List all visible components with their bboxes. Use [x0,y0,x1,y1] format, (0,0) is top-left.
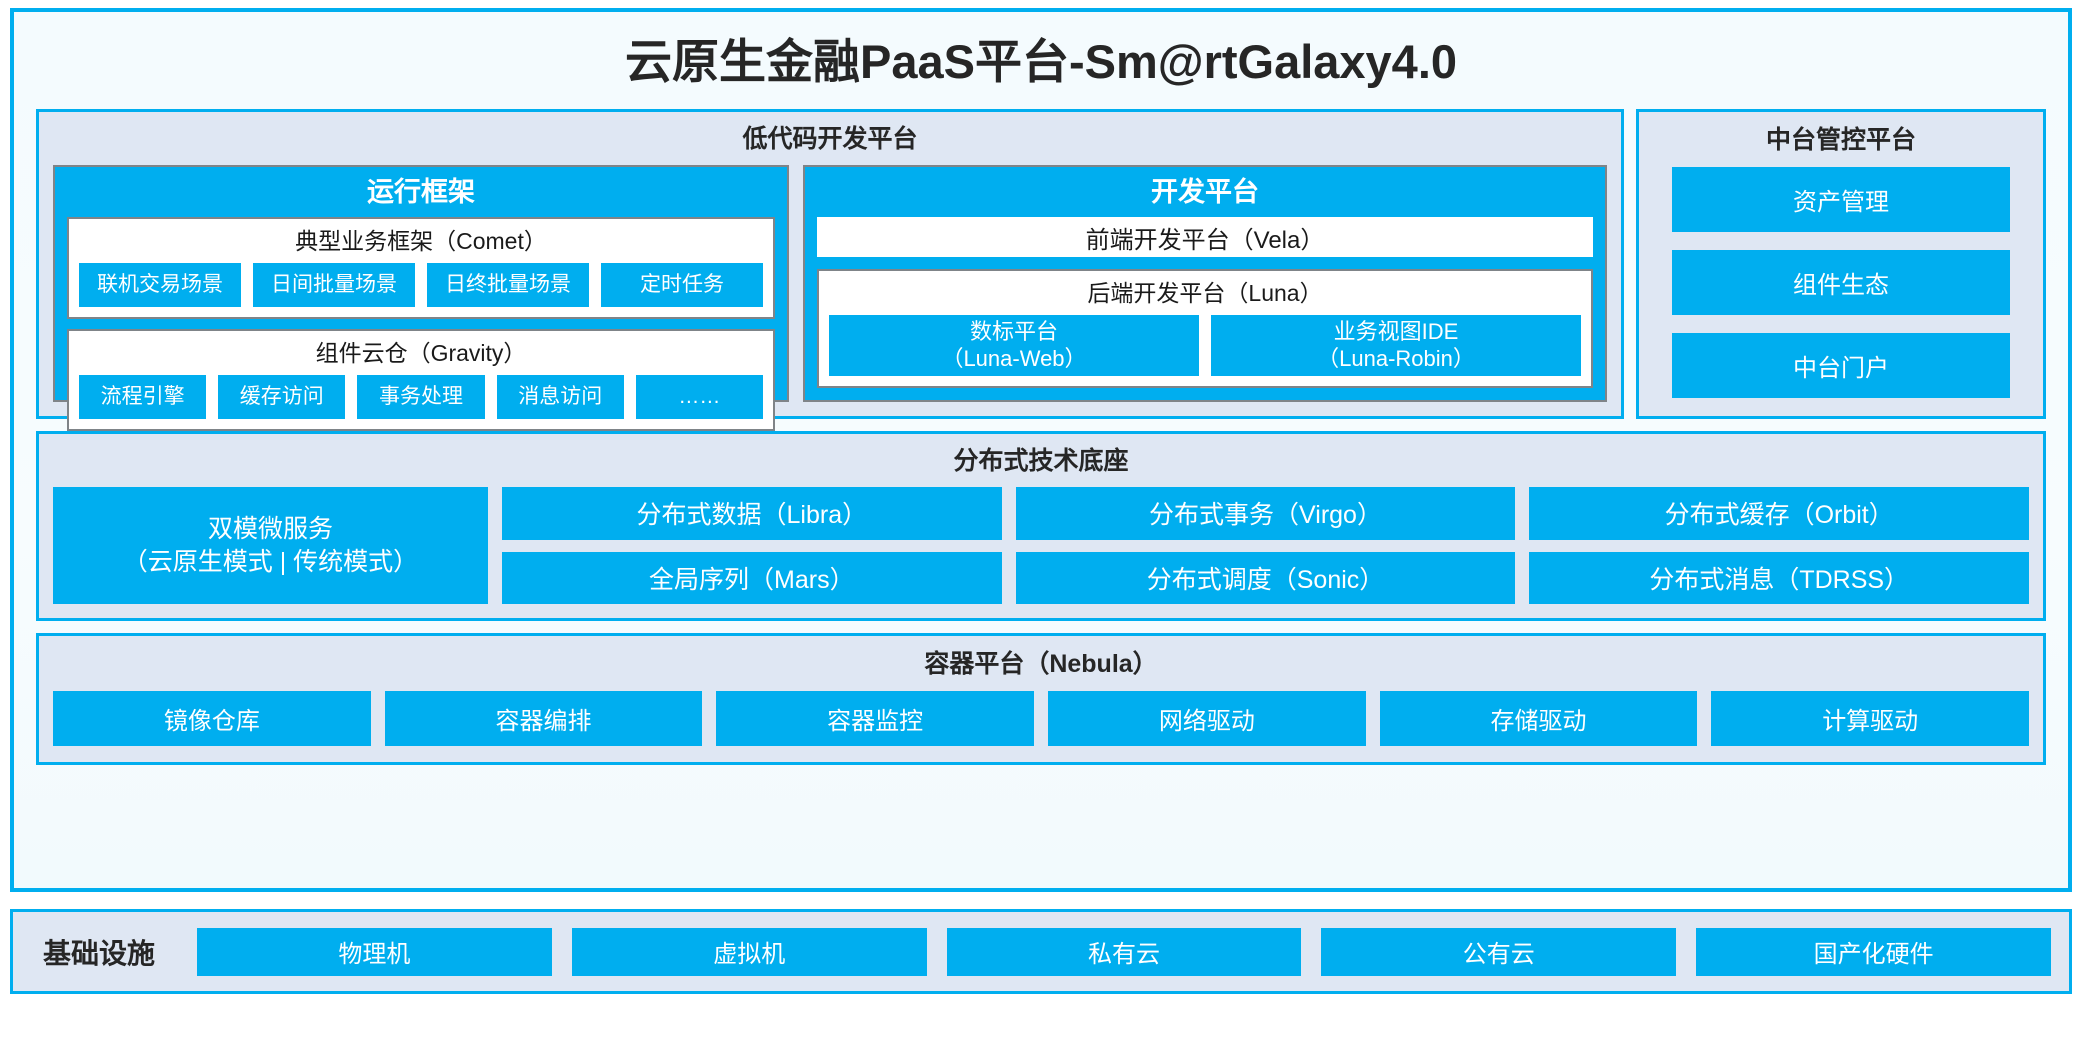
midoffice-item-component-ecosystem[interactable]: 组件生态 [1672,250,2010,315]
lowcode-platform-title: 低代码开发平台 [742,125,918,153]
distributed-base-title: 分布式技术底座 [953,447,1129,475]
luna-robin-name: 业务视图IDE [1333,319,1459,345]
lowcode-body: 运行框架 典型业务框架（Comet） 联机交易场景 日间批量场景 日终批量场景 … [53,165,1607,431]
page-title: 云原生金融PaaS平台-Sm@rtGalaxy4.0 [624,35,1458,88]
infra-cell-public-cloud[interactable]: 公有云 [1321,927,1677,976]
comet-box: 典型业务框架（Comet） 联机交易场景 日间批量场景 日终批量场景 定时任务 [67,217,775,319]
midoffice-item-list: 资产管理 组件生态 中台门户 [1672,167,2010,398]
luna-web-name: 数标平台 [969,319,1058,345]
luna-title: 后端开发平台（Luna） [1087,280,1323,307]
top-row: 低代码开发平台 运行框架 典型业务框架（Comet） 联机交易场景 日间批量场景… [36,109,2046,431]
container-cell-image-registry[interactable]: 镜像仓库 [53,691,371,746]
vela-frontend-box[interactable]: 前端开发平台（Vela） [817,217,1593,258]
container-platform-panel: 容器平台（Nebula） 镜像仓库 容器编排 容器监控 网络驱动 存储驱动 计算… [36,633,2046,765]
dual-mode-microservice-modes: （云原生模式 | 传统模式） [122,547,419,576]
gravity-box: 组件云仓（Gravity） 流程引擎 缓存访问 事务处理 消息访问 …… [67,329,775,431]
runtime-framework-title: 运行框架 [367,177,475,207]
lowcode-platform-panel: 低代码开发平台 运行框架 典型业务框架（Comet） 联机交易场景 日间批量场景… [36,109,1624,431]
luna-backend-box: 后端开发平台（Luna） 数标平台 （Luna-Web） [817,269,1593,388]
distributed-base-columns: 分布式数据（Libra） 全局序列（Mars） 分布式事务（Virgo） 分布式… [502,487,2030,604]
container-platform-title: 容器平台（Nebula） [924,650,1158,678]
luna-web-chip[interactable]: 数标平台 （Luna-Web） [829,315,1199,376]
base-cell-tdrss[interactable]: 分布式消息（TDRSS） [1529,551,2030,604]
container-cell-compute-driver[interactable]: 计算驱动 [1711,691,2030,746]
luna-web-code: （Luna-Web） [941,345,1087,371]
comet-title: 典型业务框架（Comet） [295,228,547,254]
development-platform-title: 开发平台 [1151,177,1259,207]
midoffice-platform-title: 中台管控平台 [1765,126,1916,154]
gravity-chip[interactable]: 消息访问 [496,375,624,419]
infra-cell-physical-machine[interactable]: 物理机 [197,927,552,976]
runtime-framework-box: 运行框架 典型业务框架（Comet） 联机交易场景 日间批量场景 日终批量场景 … [53,165,789,431]
development-platform-box: 开发平台 前端开发平台（Vela） 后端开发平台（Luna） 数标平台 （Lun… [803,165,1607,402]
container-cell-storage-driver[interactable]: 存储驱动 [1379,691,1698,746]
gravity-chip[interactable]: 事务处理 [357,375,485,419]
container-cell-network-driver[interactable]: 网络驱动 [1048,691,1366,746]
infra-cell-private-cloud[interactable]: 私有云 [946,927,1302,976]
base-cell-virgo[interactable]: 分布式事务（Virgo） [1015,487,1516,540]
base-cell-sonic[interactable]: 分布式调度（Sonic） [1015,551,1516,604]
comet-chip[interactable]: 日间批量场景 [253,263,415,307]
container-cell-orchestration[interactable]: 容器编排 [384,691,703,746]
luna-chip-row: 数标平台 （Luna-Web） 业务视图IDE （Luna-Robin） [829,315,1581,376]
distributed-base-body: 双模微服务 （云原生模式 | 传统模式） 分布式数据（Libra） 全局序列（M… [53,487,2030,604]
infrastructure-panel: 基础设施 物理机 虚拟机 私有云 公有云 国产化硬件 [10,909,2072,994]
gravity-chip[interactable]: 流程引擎 [79,375,207,419]
container-cell-row: 镜像仓库 容器编排 容器监控 网络驱动 存储驱动 计算驱动 [53,691,2030,746]
gravity-chip[interactable]: 缓存访问 [218,375,346,419]
infrastructure-label: 基础设施 [43,937,156,969]
platform-shell: 云原生金融PaaS平台-Sm@rtGalaxy4.0 低代码开发平台 运行框架 … [10,8,2072,892]
gravity-chip-more[interactable]: …… [635,375,764,419]
distributed-base-column: 分布式缓存（Orbit） 分布式消息（TDRSS） [1529,487,2030,604]
luna-robin-chip[interactable]: 业务视图IDE （Luna-Robin） [1211,315,1581,376]
base-cell-orbit[interactable]: 分布式缓存（Orbit） [1529,487,2030,540]
distributed-base-column: 分布式数据（Libra） 全局序列（Mars） [502,487,1002,604]
gravity-chip-row: 流程引擎 缓存访问 事务处理 消息访问 …… [79,375,764,419]
base-cell-mars[interactable]: 全局序列（Mars） [502,551,1002,604]
midoffice-item-portal[interactable]: 中台门户 [1672,333,2010,398]
container-cell-monitoring[interactable]: 容器监控 [716,691,1035,746]
comet-chip-row: 联机交易场景 日间批量场景 日终批量场景 定时任务 [79,263,763,307]
gravity-title: 组件云仓（Gravity） [315,340,527,366]
dual-mode-microservice-name: 双模微服务 [207,514,333,543]
comet-chip[interactable]: 日终批量场景 [427,263,589,307]
comet-chip[interactable]: 定时任务 [601,263,763,307]
distributed-base-panel: 分布式技术底座 双模微服务 （云原生模式 | 传统模式） 分布式数据（Libra… [36,431,2046,621]
midoffice-item-asset-management[interactable]: 资产管理 [1672,167,2010,232]
base-cell-libra[interactable]: 分布式数据（Libra） [502,487,1002,540]
dual-mode-microservice-cell[interactable]: 双模微服务 （云原生模式 | 传统模式） [53,487,488,604]
distributed-base-column: 分布式事务（Virgo） 分布式调度（Sonic） [1015,487,1516,604]
infra-cell-domestic-hardware[interactable]: 国产化硬件 [1696,927,2051,976]
comet-chip[interactable]: 联机交易场景 [79,263,241,307]
luna-robin-code: （Luna-Robin） [1317,345,1475,371]
infra-cell-virtual-machine[interactable]: 虚拟机 [571,927,927,976]
midoffice-platform-panel: 中台管控平台 资产管理 组件生态 中台门户 [1636,109,2046,419]
